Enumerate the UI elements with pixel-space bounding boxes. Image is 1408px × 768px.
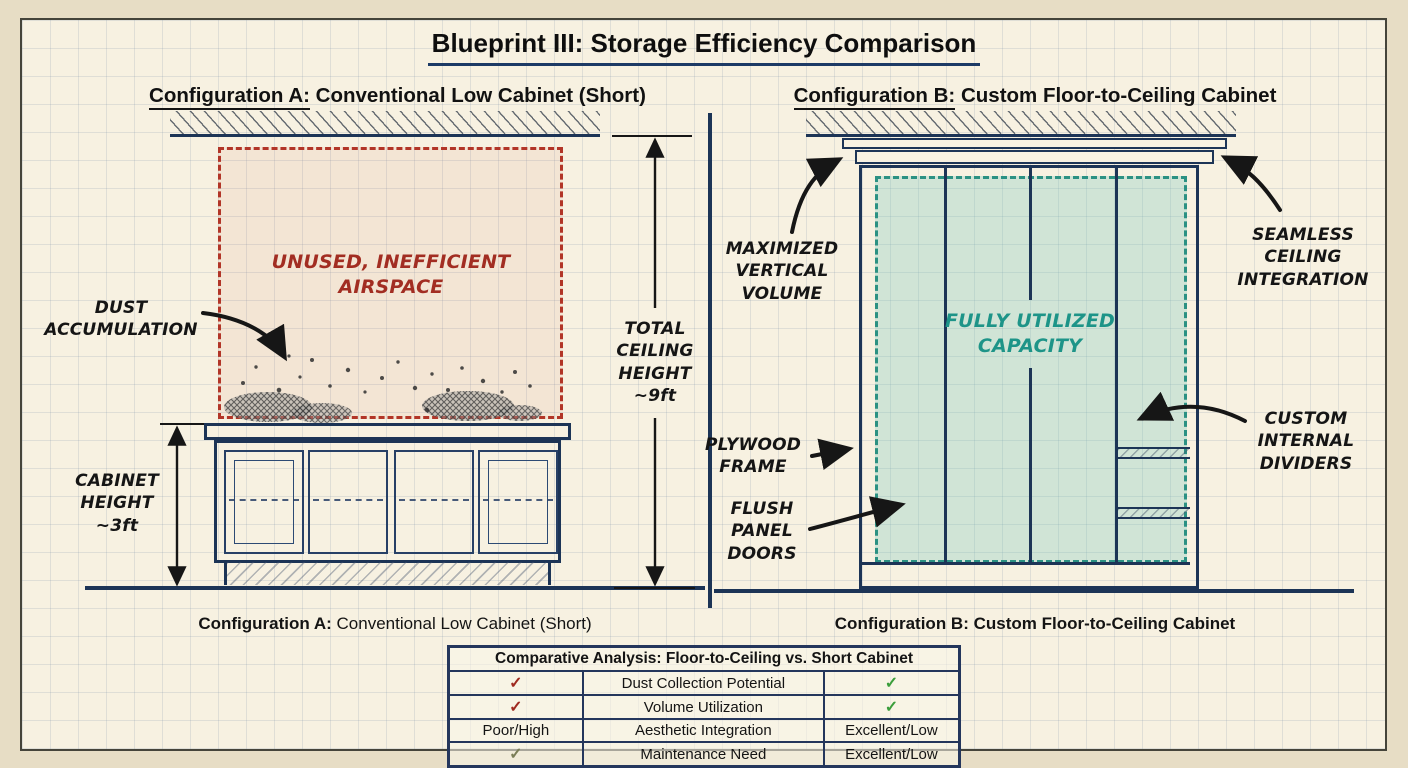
- internal-dividers-label: CUSTOM INTERNAL DIVIDERS: [1257, 409, 1355, 474]
- comparison-table: Comparative Analysis: Floor-to-Ceiling v…: [447, 645, 961, 768]
- panel-b-header-prefix: Configuration B:: [793, 84, 956, 110]
- dust-accumulation-label: DUST ACCUMULATION: [44, 298, 198, 341]
- ceiling-hatch-a: [170, 111, 600, 137]
- table-row: ✓ Volume Utilization ✓: [447, 694, 961, 720]
- floor-line-b: [714, 589, 1354, 593]
- cabinet-a-door-2: [308, 450, 388, 554]
- cabinet-a-door-3: [394, 450, 474, 554]
- cabinet-b-stile-2b: [1029, 368, 1032, 563]
- cabinet-a-base: [224, 560, 551, 585]
- cabinet-a-door-4: [478, 450, 558, 554]
- table-cell-metric: Aesthetic Integration: [581, 718, 825, 743]
- table-row: Poor/High Aesthetic Integration Excellen…: [447, 718, 961, 743]
- ceiling-hatch-b: [806, 111, 1236, 137]
- cabinet-height-label: CABINET HEIGHT ~3ft: [75, 471, 159, 536]
- maximized-volume-label: MAXIMIZED VERTICAL VOLUME: [725, 239, 839, 304]
- cabinet-b-crown-top: [842, 138, 1227, 149]
- unused-airspace-box: UNUSED, INEFFICIENT AIRSPACE: [218, 147, 563, 419]
- caption-b-prefix: Configuration B:: [834, 614, 969, 633]
- ceiling-height-label: TOTAL CEILING HEIGHT ~9ft: [616, 319, 694, 407]
- panel-divider-line: [708, 113, 712, 608]
- utilized-capacity-label: FULLY UTILIZED CAPACITY: [945, 310, 1115, 358]
- cabinet-b-shelf-1: [1118, 447, 1190, 459]
- check-good-icon: ✓: [822, 670, 961, 696]
- panel-a-header-prefix: Configuration A:: [149, 84, 310, 110]
- unused-airspace-label: UNUSED, INEFFICIENT AIRSPACE: [271, 251, 511, 299]
- cabinet-b-shelf-2: [1118, 507, 1190, 519]
- title-row: Blueprint III: Storage Efficiency Compar…: [0, 28, 1408, 66]
- floor-line-a: [85, 586, 705, 590]
- panel-a-header-rest: Conventional Low Cabinet (Short): [309, 84, 646, 107]
- caption-b: Configuration B: Custom Floor-to-Ceiling…: [715, 614, 1355, 634]
- cabinet-b-stile-2a: [1029, 168, 1032, 300]
- flush-doors-label: FLUSH PANEL DOORS: [727, 499, 797, 564]
- seamless-ceiling-label: SEAMLESS CEILING INTEGRATION: [1237, 225, 1369, 290]
- caption-a-prefix: Configuration A:: [198, 614, 332, 633]
- cabinet-b-crown: [855, 150, 1214, 164]
- check-neutral-icon: ✓: [447, 741, 584, 768]
- table-cell-metric: Dust Collection Potential: [581, 670, 825, 696]
- cabinet-b-base-line: [862, 562, 1190, 565]
- table-cell-metric: Maintenance Need: [581, 741, 825, 768]
- table-cell-value: Excellent/Low: [822, 718, 961, 743]
- caption-a-rest: Conventional Low Cabinet (Short): [331, 614, 592, 633]
- panel-a-header: Configuration A: Conventional Low Cabine…: [85, 84, 710, 110]
- panel-b-header-rest: Custom Floor-to-Ceiling Cabinet: [955, 84, 1277, 107]
- table-header: Comparative Analysis: Floor-to-Ceiling v…: [447, 645, 961, 672]
- cabinet-a-countertop: [204, 423, 571, 440]
- cabinet-a-door-1: [224, 450, 304, 554]
- plywood-frame-label: PLYWOOD FRAME: [704, 435, 802, 478]
- page-title: Blueprint III: Storage Efficiency Compar…: [427, 28, 981, 66]
- check-good-icon: ✓: [822, 694, 961, 720]
- check-bad-icon: ✓: [447, 670, 584, 696]
- cabinet-a-body: [214, 440, 561, 563]
- table-cell-value: Poor/High: [447, 718, 584, 743]
- caption-a: Configuration A: Conventional Low Cabine…: [85, 614, 705, 634]
- caption-b-rest: Custom Floor-to-Ceiling Cabinet: [968, 614, 1236, 633]
- table-row: ✓ Dust Collection Potential ✓: [447, 670, 961, 696]
- cabinet-b-stile-1: [944, 168, 947, 563]
- table-cell-metric: Volume Utilization: [581, 694, 825, 720]
- cabinet-b-stile-3: [1115, 168, 1118, 563]
- check-bad-icon: ✓: [447, 694, 584, 720]
- panel-b-header: Configuration B: Custom Floor-to-Ceiling…: [715, 84, 1355, 110]
- table-cell-value: Excellent/Low: [822, 741, 961, 768]
- table-row: ✓ Maintenance Need Excellent/Low: [447, 741, 961, 768]
- cabinet-b-body: [859, 165, 1199, 589]
